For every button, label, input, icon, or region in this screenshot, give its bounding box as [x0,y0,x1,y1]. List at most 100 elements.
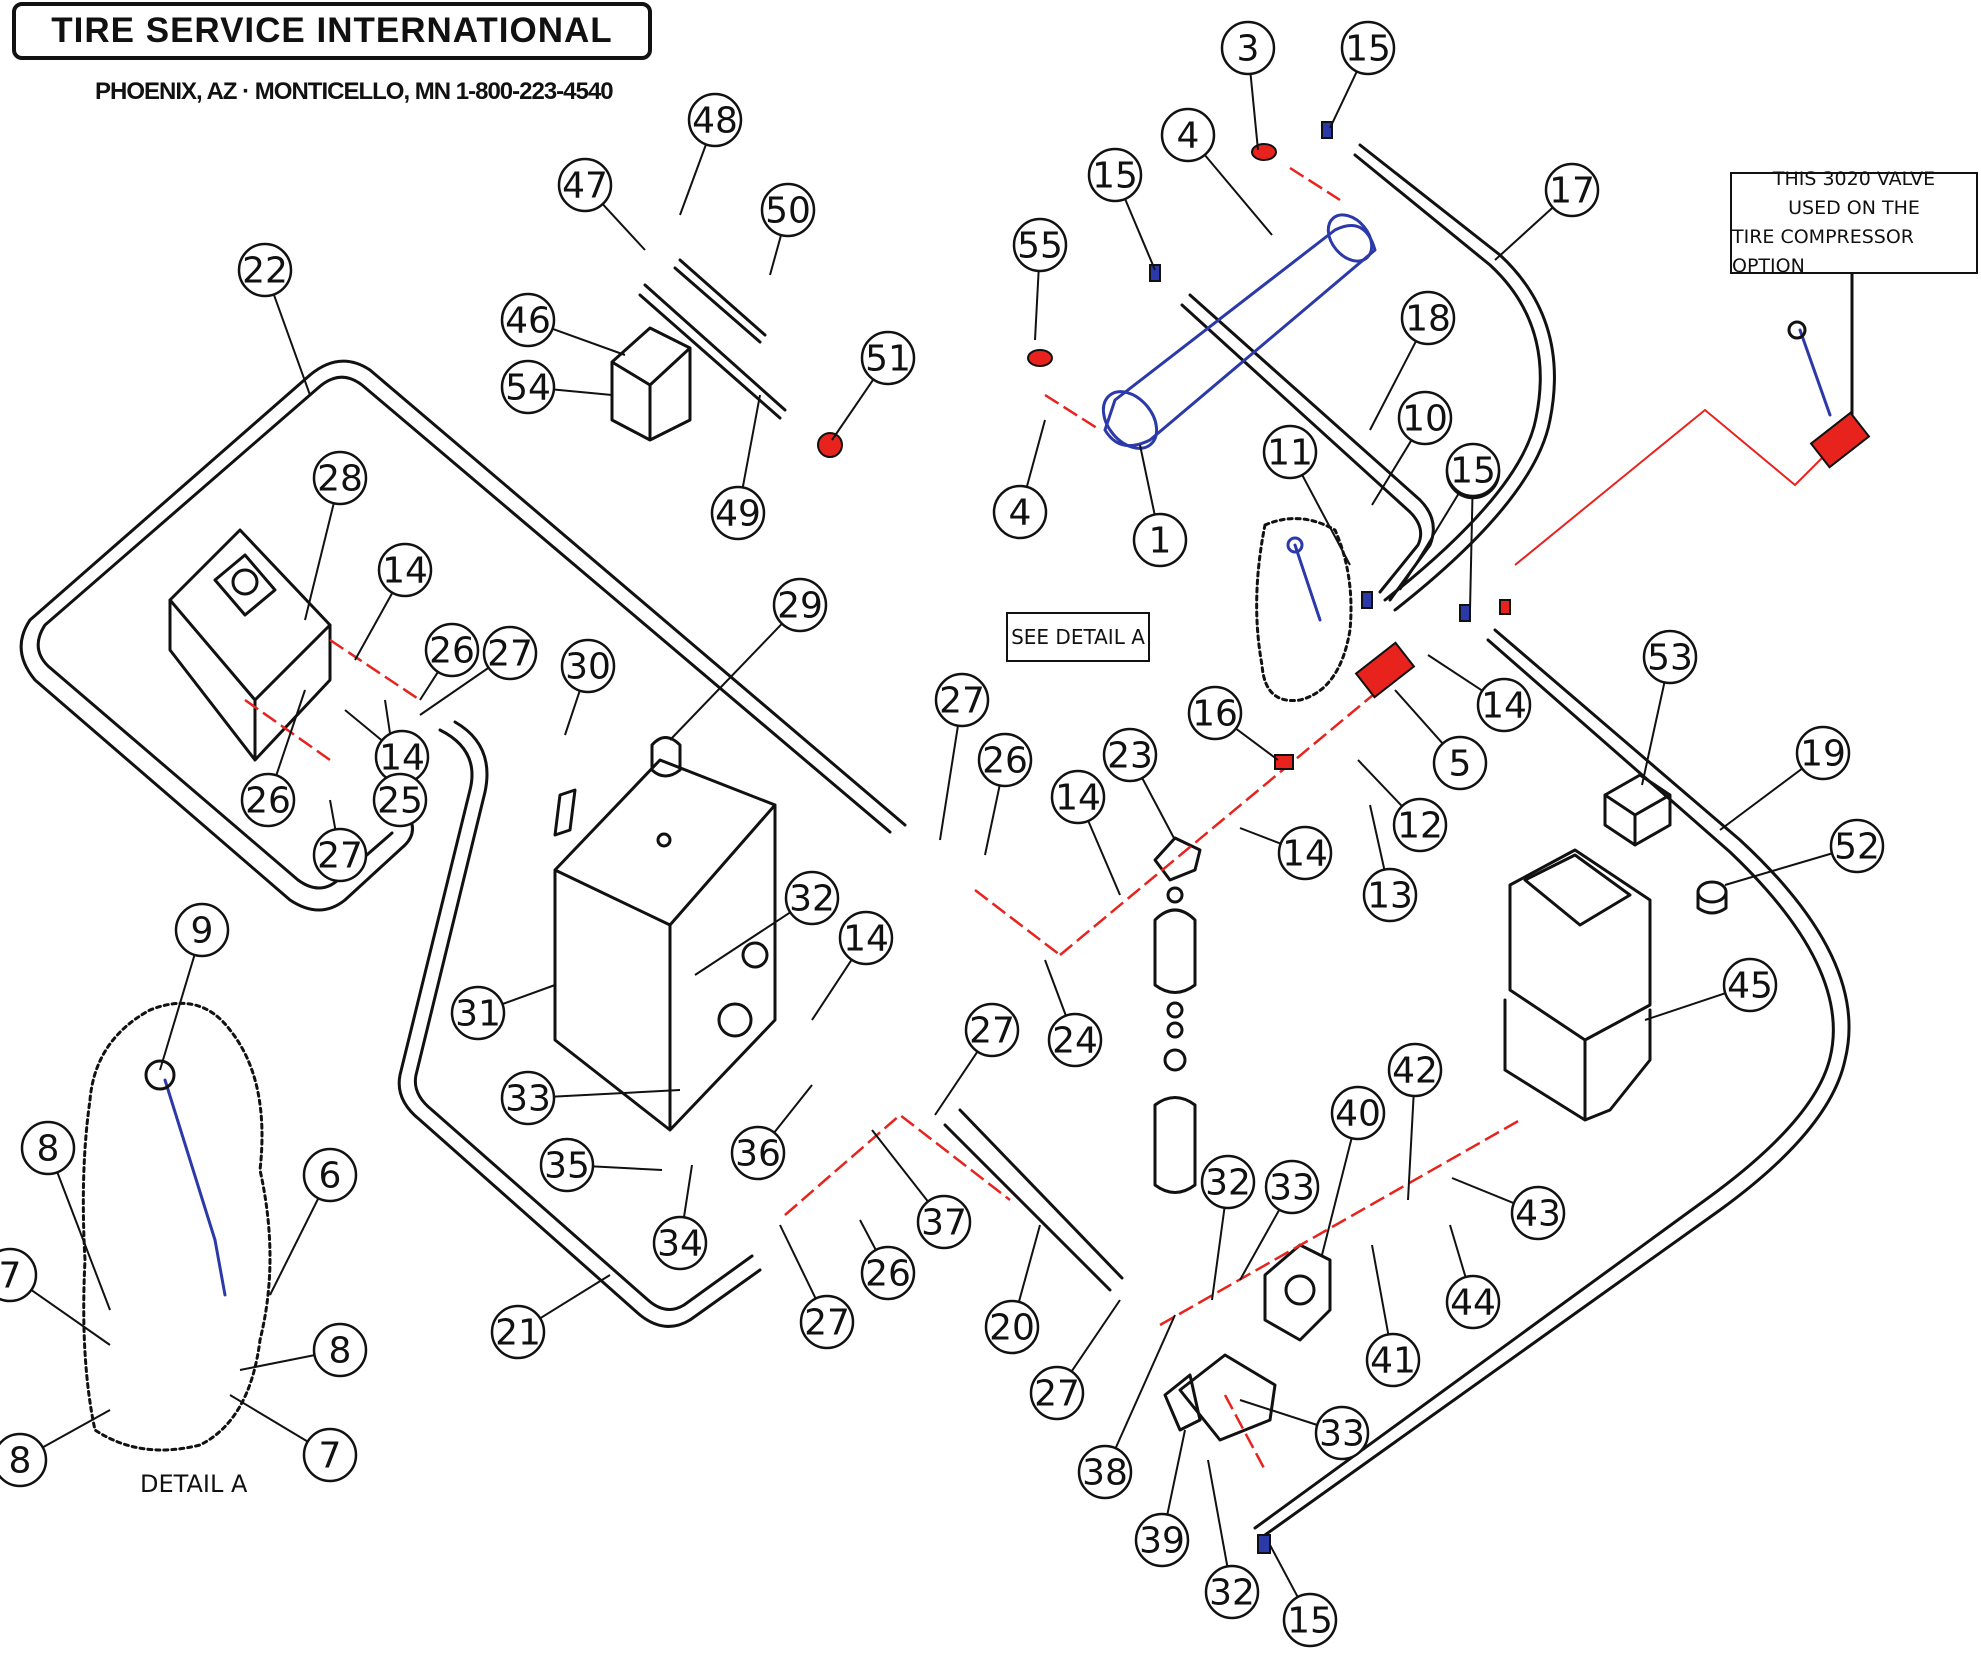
callout-circle [730,1125,786,1181]
callout-circle [1029,1365,1085,1421]
callout-number: 32 [1209,1573,1255,1614]
callout-number: 45 [1727,966,1773,1007]
callout-leader-28 [304,503,335,621]
callout-49: 49 [710,485,766,541]
callout-circle [1445,1274,1501,1330]
callout-23: 23 [1102,727,1158,783]
callout-number: 44 [1450,1283,1496,1324]
callout-circle [1277,825,1333,881]
valve-note-line-3: TIRE COMPRESSOR OPTION [1732,226,1915,277]
callout-leader-14 [1239,827,1282,845]
hose-22-inner [36,375,892,890]
callout-circle [557,157,613,213]
callout-leader-53 [1641,682,1666,786]
callout-leader-36 [773,1084,813,1134]
callout-35: 35 [539,1137,595,1193]
callout-circle [1282,1592,1338,1648]
callout-leader-27 [779,1224,817,1300]
callout-number: 15 [1450,451,1496,492]
callout-leader-14 [344,709,383,742]
hose-18 [1188,293,1435,602]
callout-leader-33 [1239,1399,1318,1426]
callout-44: 44 [1445,1274,1501,1330]
callout-leader-27 [939,725,959,841]
callout-leader-12 [1357,759,1403,807]
callout-circle [1102,727,1158,783]
callout-27: 27 [312,827,368,883]
hose-19 [1263,628,1851,1537]
callout-circle [1362,867,1418,923]
callout-circle [302,1147,358,1203]
callout-leader-8 [239,1354,315,1371]
callout-leader-1 [1139,444,1156,515]
callout-leader-24 [1044,959,1067,1017]
callout-number: 51 [865,339,911,380]
callout-number: 15 [1345,29,1391,70]
callout-number: 49 [715,494,761,535]
callout-circle [1795,725,1851,781]
callout-circle [1722,957,1778,1013]
callout-18: 18 [1400,290,1456,346]
callout-circle [174,902,230,958]
callout-circle [500,1070,556,1126]
callout-number: 27 [804,1303,850,1344]
callout-53: 53 [1642,629,1698,685]
callout-number: 16 [1192,694,1238,735]
control-box-28-top [213,553,277,617]
callout-circle [1445,442,1501,498]
callout-leader-8 [42,1409,111,1449]
callout-number: 4 [1177,116,1200,157]
lever-9 [163,1078,227,1297]
callout-12: 12 [1392,797,1448,853]
callout-26: 26 [240,772,296,828]
callout-circle [1262,424,1318,480]
callout-15: 15 [1340,20,1396,76]
callout-circle [1400,290,1456,346]
callout-leader-15 [1329,71,1358,129]
callout-leader-4 [1203,154,1273,236]
callout-number: 26 [245,781,291,822]
callout-circle [1397,390,1453,446]
callout-51: 51 [860,330,916,386]
callout-leader-15 [1269,1544,1299,1598]
callout-circle [1187,685,1243,741]
callout-circle [500,292,556,348]
callout-circle [1432,735,1488,791]
callout-leader-15 [1399,491,1461,591]
callout-circle [312,1322,368,1378]
hose-17 [1358,143,1556,612]
clamp-30 [553,788,577,837]
callout-27: 27 [1029,1365,1085,1421]
company-contact: PHOENIX, AZ · MONTICELLO, MN 1-800-223-4… [95,78,614,105]
callout-number: 54 [505,368,551,409]
callout-circle [1392,797,1448,853]
callout-circle [424,622,480,678]
path-red-2 [244,698,331,762]
callout-leader-14 [811,959,853,1021]
callout-leader-4 [1025,419,1046,488]
callout-circle [0,1247,38,1303]
callout-circle [0,1432,48,1488]
callout-circle [1642,629,1698,685]
callout-number: 23 [1107,736,1153,777]
callout-33: 33 [1264,1159,1320,1215]
callout-32: 32 [784,870,840,926]
callout-leader-7 [229,1394,309,1443]
callout-leader-22 [272,294,311,396]
callout-leader-6 [269,1197,320,1296]
callout-4: 4 [1160,107,1216,163]
path-red-6 [1044,393,1101,432]
callout-number: 55 [1017,226,1063,267]
callout-circle [1829,818,1885,874]
filter-24-lower [1153,1096,1197,1194]
callout-circle [984,1299,1040,1355]
callout-leader-34 [682,1164,693,1218]
callout-circle [560,638,616,694]
callout-circle [450,985,506,1041]
callout-number: 29 [777,586,823,627]
callout-7: 7 [0,1247,38,1303]
callout-leader-26 [984,785,1001,856]
callout-14: 14 [1277,825,1333,881]
callout-number: 4 [1009,493,1032,534]
